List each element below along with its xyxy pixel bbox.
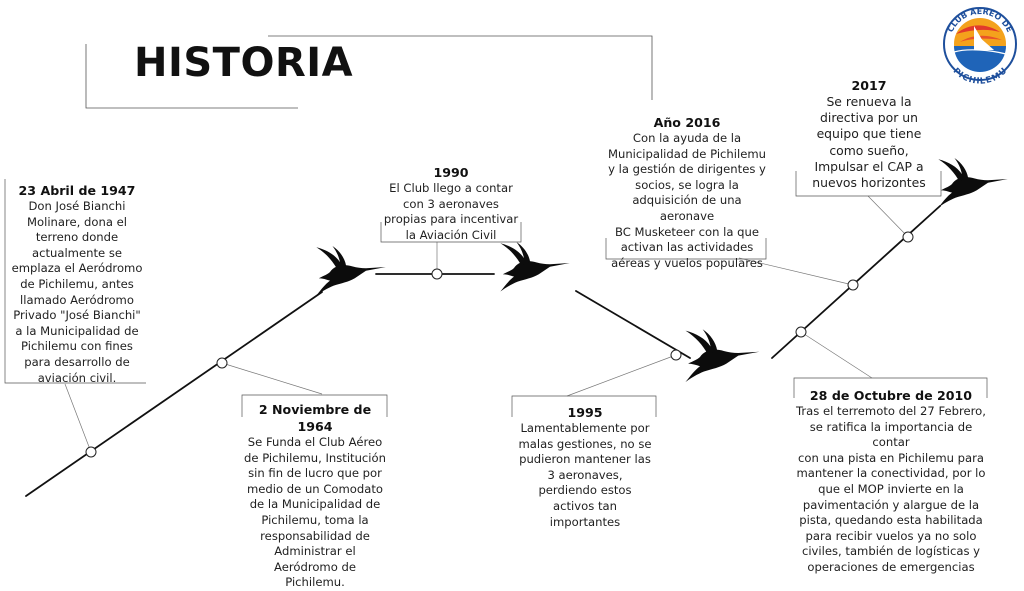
event-text-line: terreno donde — [35, 230, 119, 245]
event-text-line: llamado Aeródromo — [20, 292, 134, 307]
event-text-line: medio de un Comodato — [246, 481, 384, 496]
event-text-line: Pichilemu con fines — [21, 339, 133, 354]
event-text-line: directiva por un — [820, 110, 918, 126]
event-text-line: adquisición de una aeronave — [632, 193, 742, 223]
node-2010 — [795, 326, 807, 338]
hummingbird-icon-1 — [316, 245, 386, 296]
event-text-line: de la Municipalidad de — [249, 497, 381, 512]
event-heading: 1995 — [567, 405, 603, 420]
event-heading: 28 de Octubre de 2010 — [809, 388, 973, 403]
event-text-line: El Club llego a contar — [389, 181, 513, 195]
event-text-line: activos tan — [553, 498, 617, 513]
event-text-line: pavimentación y alargue de la — [802, 497, 980, 512]
event-text-line: Se renueva la — [826, 94, 912, 109]
event-text-line: operaciones de emergencias — [807, 559, 975, 574]
event-text-line: y la gestión de dirigentes y — [608, 162, 766, 177]
event-heading: 23 Abril de 1947 — [18, 183, 136, 198]
event-text-line: Privado "José Bianchi" — [13, 308, 141, 323]
node-1964 — [216, 357, 228, 369]
hummingbird-icon-4 — [938, 157, 1008, 208]
event-text-line: Don José Bianchi — [28, 199, 126, 213]
connector-lines — [64, 195, 909, 453]
event-text-line: con una pista en Pichilemu para — [797, 450, 985, 465]
event-text-line: Lamentablemente por — [520, 421, 650, 435]
event-text-line: a la Municipalidad de — [15, 323, 139, 338]
event-text-line: BC Musketeer con la que — [615, 224, 759, 239]
node-2016 — [847, 279, 859, 291]
node-1995 — [670, 349, 682, 361]
event-text-line: Se Funda el Club Aéreo — [247, 435, 383, 449]
event-text-line: pudieron mantener las — [519, 452, 651, 467]
node-1990 — [431, 268, 443, 280]
event-text-line: malas gestiones, no se — [518, 436, 652, 451]
page-title: HISTORIA — [134, 40, 354, 86]
event-text-line: responsabilidad de — [260, 528, 370, 543]
event-heading: 2 Noviembre de 1964 — [258, 402, 372, 434]
event-text-line: para desarrollo de — [24, 354, 130, 369]
event-text-line: Pichilemu, toma la — [261, 512, 369, 527]
event-text-line: aviación civil. — [37, 370, 117, 385]
event-text-line: pista, quedando esta habilitada — [799, 513, 983, 528]
event-text-line: actualmente se — [31, 245, 122, 260]
event-text-line: socios, se logra la — [635, 177, 739, 192]
event-text-line: Pichilemu. — [285, 575, 345, 590]
event-text-line: Municipalidad de Pichilemu — [607, 146, 766, 161]
event-text-line: de Pichilemu, Institución — [244, 450, 386, 465]
event-text-line: equipo que tiene — [816, 126, 922, 142]
event-text-line: de Pichilemu, antes — [20, 276, 134, 291]
event-text-line: Tras el terremoto del 27 Febrero, — [796, 404, 986, 418]
text-box-frames — [4, 171, 988, 417]
event-text-line: perdiendo estos — [538, 483, 632, 498]
event-text-line: 3 aeronaves, — [547, 467, 623, 482]
event-text-line: Con la ayuda de la — [632, 131, 742, 145]
event-text-line: activan las actividades — [620, 240, 754, 255]
timeline-nodes — [85, 231, 914, 458]
event-text-line: Aeródromo de — [274, 559, 356, 574]
event-heading: 2017 — [851, 78, 887, 93]
event-text-line: la Aviación Civil — [405, 227, 497, 242]
event-text-line: Molinare, dona el — [27, 214, 127, 229]
event-text-line: emplaza el Aeródromo — [11, 261, 143, 276]
hummingbird-icon-2 — [500, 241, 570, 292]
event-text-line: con 3 aeronaves — [403, 196, 499, 211]
node-1947 — [85, 446, 97, 458]
event-text-line: para recibir vuelos ya no solo — [805, 528, 977, 543]
event-text-line: aéreas y vuelos populares — [611, 255, 763, 270]
event-text-line: mantener la conectividad, por lo — [796, 466, 986, 481]
hummingbird-icon-3 — [685, 329, 760, 383]
event-text-line: importantes — [549, 514, 621, 529]
event-text-line: propias para incentivar — [383, 212, 519, 227]
event-text-line: nuevos horizontes — [812, 175, 926, 191]
event-text-line: civiles, también de logísticas y — [801, 544, 981, 559]
title-frame — [85, 35, 653, 109]
event-text-line: Impulsar el CAP a — [814, 158, 924, 174]
event-text-line: como sueño, — [829, 142, 909, 158]
event-heading: Año 2016 — [653, 115, 721, 130]
event-text-line: Administrar el — [274, 544, 356, 559]
event-text-line: sin fin de lucro que por — [248, 466, 382, 481]
node-2017 — [902, 231, 914, 243]
event-heading: 1990 — [433, 165, 469, 180]
event-text-line: que el MOP invierte en la — [818, 481, 964, 496]
event-text-line: se ratifica la importancia de contar — [809, 419, 973, 450]
club-logo: CLUB AEREO DE PICHILEMU — [943, 7, 1017, 87]
